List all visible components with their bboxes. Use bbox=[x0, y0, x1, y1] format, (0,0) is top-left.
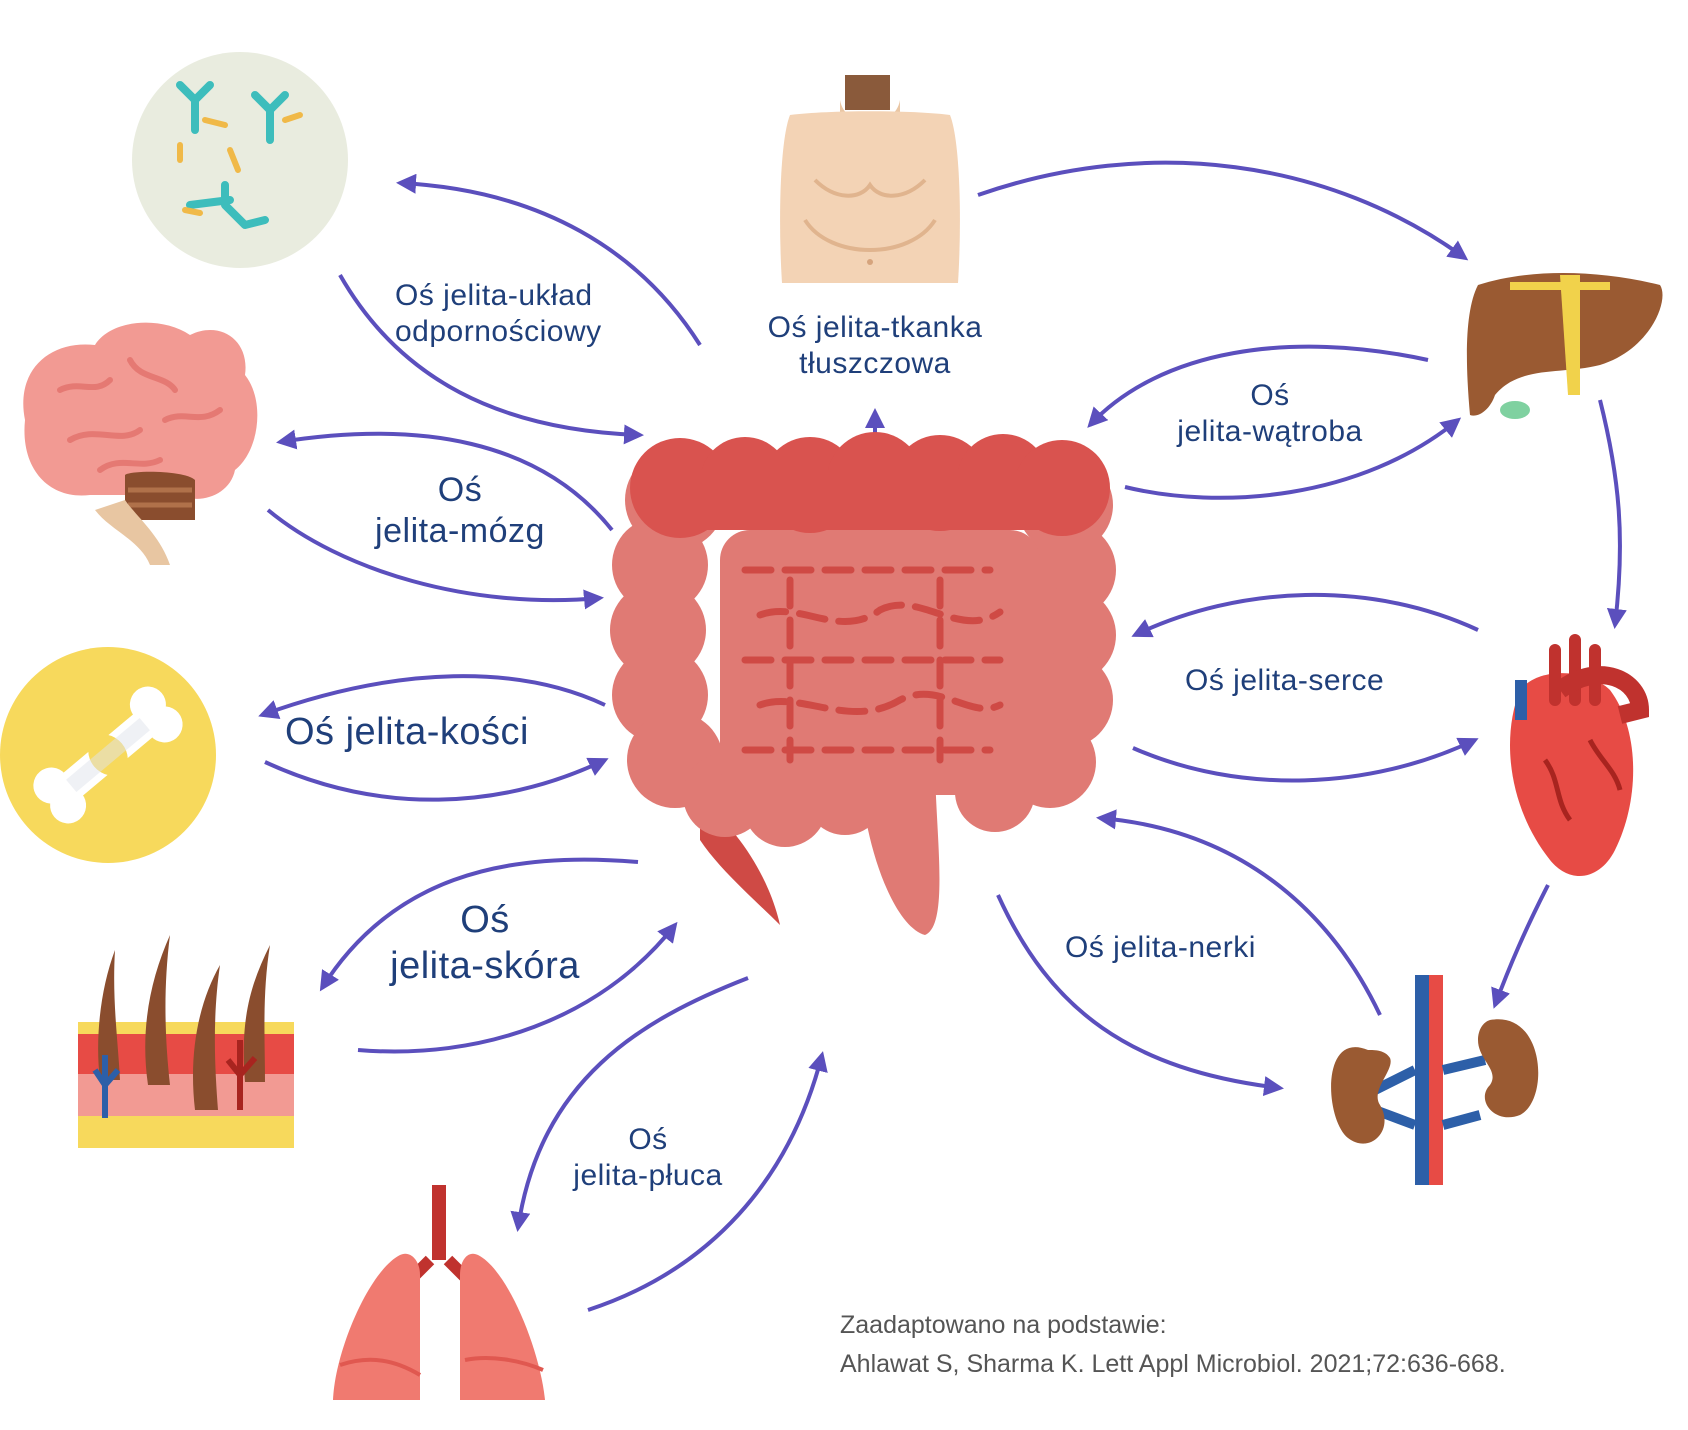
arrow-lung-out bbox=[510, 976, 749, 1232]
arrow-skin-in bbox=[357, 921, 678, 1054]
arrow-bone-out bbox=[258, 674, 606, 719]
arrow-liver-out bbox=[1087, 344, 1429, 428]
credit-line-2: Ahlawat S, Sharma K. Lett Appl Microbiol… bbox=[840, 1349, 1506, 1378]
label-liver-axis: Oś jelita-wątroba bbox=[1177, 379, 1363, 448]
arrow-kidney-out bbox=[1096, 809, 1382, 1016]
kidney-icon bbox=[1331, 975, 1539, 1185]
source-credit: Zaadaptowano na podstawie: Ahlawat S, Sh… bbox=[840, 1306, 1506, 1384]
arrow-heart-in bbox=[1132, 737, 1479, 783]
arrow-skin-out bbox=[319, 857, 639, 992]
arrow-bone-in bbox=[264, 757, 609, 802]
torso-icon bbox=[780, 75, 960, 283]
skin-hair-icon bbox=[78, 935, 294, 1148]
label-kidney-axis: Oś jelita-nerki bbox=[1065, 931, 1256, 964]
antibody-icon bbox=[132, 52, 348, 268]
arrow-heart-to-kidney bbox=[1491, 884, 1550, 1009]
arrow-liver-to-heart bbox=[1598, 399, 1627, 629]
label-bone-axis: Oś jelita-kości bbox=[285, 711, 529, 753]
label-heart-axis: Oś jelita-serce bbox=[1185, 664, 1385, 697]
arrow-adipose-to-liver bbox=[977, 160, 1469, 261]
arrow-kidney-in bbox=[996, 894, 1284, 1097]
arrow-liver-in bbox=[1124, 417, 1462, 500]
liver-icon bbox=[1466, 272, 1663, 419]
brain-icon bbox=[23, 322, 258, 565]
arrow-heart-out bbox=[1131, 593, 1479, 638]
label-lung-axis: Oś jelita-płuca bbox=[573, 1123, 723, 1192]
arrow-lung-in bbox=[587, 1051, 828, 1312]
label-adipose-axis: Oś jelita-tkanka tłuszczowa bbox=[767, 311, 983, 380]
credit-line-1: Zaadaptowano na podstawie: bbox=[840, 1311, 1167, 1339]
arrow-brain-out bbox=[276, 429, 614, 532]
label-brain-axis: Oś jelita-mózg bbox=[375, 471, 545, 550]
heart-icon bbox=[1510, 634, 1650, 877]
label-skin-axis: Oś jelita-skóra bbox=[390, 899, 580, 987]
label-immune-axis: Oś jelita-układ odpornościowy bbox=[395, 279, 602, 348]
arrows bbox=[258, 160, 1627, 1312]
arrow-immune-out bbox=[396, 173, 702, 347]
arrow-brain-in bbox=[266, 508, 604, 610]
intestine-icon bbox=[610, 432, 1116, 935]
bone-joint-icon bbox=[0, 647, 216, 863]
lungs-icon bbox=[333, 1185, 545, 1400]
arrow-immune-in bbox=[338, 274, 644, 445]
